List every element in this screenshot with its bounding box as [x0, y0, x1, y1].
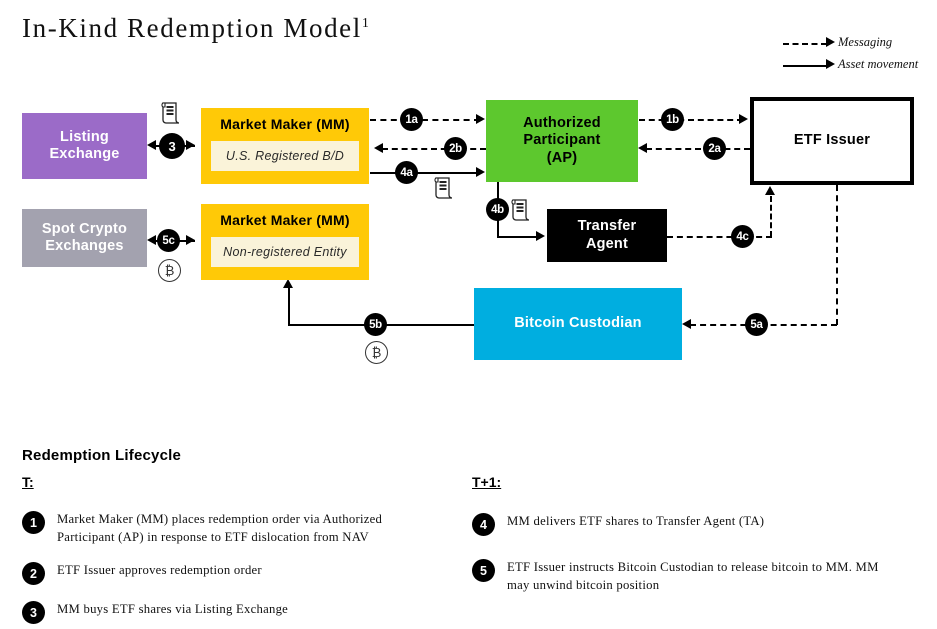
- node-label-transfer-agent: Transfer Agent: [577, 218, 637, 252]
- phase-heading-t: T:: [22, 474, 34, 490]
- arrowhead-icon: [476, 167, 485, 177]
- arrowhead-icon: [283, 279, 293, 288]
- document-scroll-icon: [433, 176, 453, 205]
- document-scroll-icon: [160, 101, 180, 130]
- connector-4b-horizontal: [497, 236, 539, 238]
- step-marker-1a[interactable]: 1a: [400, 108, 423, 131]
- node-spot-crypto-exchanges[interactable]: Spot Crypto Exchanges: [22, 209, 147, 267]
- node-label-etf-issuer: ETF Issuer: [793, 132, 871, 149]
- node-etf-issuer[interactable]: ETF Issuer: [750, 97, 914, 185]
- connector-1b-line: [639, 119, 743, 121]
- node-sublabel-non-registered-entity: Non-registered Entity: [211, 236, 359, 267]
- step-marker-2b[interactable]: 2b: [444, 137, 467, 160]
- legend: Messaging Asset movement: [783, 34, 935, 78]
- step-marker-1b[interactable]: 1b: [661, 108, 684, 131]
- page-title-text: In-Kind Redemption Model: [22, 13, 362, 43]
- lifecycle-item-1: 1 Market Maker (MM) places redemption or…: [22, 510, 437, 547]
- step-marker-5c[interactable]: 5c: [157, 229, 180, 252]
- step-marker-2a[interactable]: 2a: [703, 137, 726, 160]
- node-listing-exchange[interactable]: Listing Exchange: [22, 113, 147, 179]
- node-label-listing-exchange: Listing Exchange: [49, 128, 120, 162]
- step-marker-4c[interactable]: 4c: [731, 225, 754, 248]
- node-bitcoin-custodian[interactable]: Bitcoin Custodian: [474, 288, 682, 360]
- legend-label-messaging: Messaging: [838, 35, 893, 49]
- arrowhead-icon: [638, 143, 647, 153]
- connector-4a-line: [370, 172, 480, 174]
- lifecycle-number-4: 4: [472, 513, 495, 536]
- lifecycle-number-2: 2: [22, 562, 45, 585]
- arrowhead-icon: [186, 140, 195, 150]
- document-scroll-icon: [510, 198, 530, 227]
- node-market-maker-nonregistered[interactable]: Market Maker (MM) Non-registered Entity: [201, 204, 369, 280]
- step-marker-5b[interactable]: 5b: [364, 313, 387, 336]
- node-sublabel-us-registered-bd: U.S. Registered B/D: [211, 140, 359, 171]
- connector-4c-vertical: [770, 196, 772, 237]
- legend-item-messaging: Messaging: [783, 34, 935, 56]
- node-label-market-maker-nonregistered: Market Maker (MM): [220, 212, 350, 228]
- dashed-line-icon: [783, 43, 827, 45]
- connector-5b-vertical: [288, 288, 290, 325]
- lifecycle-text-3: MM buys ETF shares via Listing Exchange: [57, 602, 289, 616]
- step-marker-5a[interactable]: 5a: [745, 313, 768, 336]
- arrowhead-icon: [147, 140, 156, 150]
- page-title-footnote: 1: [361, 16, 369, 31]
- node-authorized-participant[interactable]: Authorized Participant (AP): [486, 100, 638, 182]
- arrowhead-icon: [186, 235, 195, 245]
- node-transfer-agent[interactable]: Transfer Agent: [547, 209, 667, 262]
- arrowhead-icon: [682, 319, 691, 329]
- connector-5a-vertical: [836, 185, 838, 325]
- step-marker-4a[interactable]: 4a: [395, 161, 418, 184]
- node-market-maker-registered[interactable]: Market Maker (MM) U.S. Registered B/D: [201, 108, 369, 184]
- lifecycle-text-4: MM delivers ETF shares to Transfer Agent…: [507, 514, 765, 528]
- connector-2b-line: [382, 148, 486, 150]
- phase-heading-t-plus-1: T+1:: [472, 474, 502, 490]
- lifecycle-number-3: 3: [22, 601, 45, 624]
- lifecycle-item-3: 3 MM buys ETF shares via Listing Exchang…: [22, 600, 437, 624]
- bitcoin-icon: ₿: [158, 259, 181, 282]
- connector-2a-line: [646, 148, 750, 150]
- lifecycle-text-5: ETF Issuer instructs Bitcoin Custodian t…: [507, 560, 879, 593]
- solid-line-icon: [783, 65, 827, 67]
- connector-1a-line: [370, 119, 480, 121]
- lifecycle-item-2: 2 ETF Issuer approves redemption order: [22, 561, 437, 585]
- lifecycle-text-2: ETF Issuer approves redemption order: [57, 563, 262, 577]
- lifecycle-item-5: 5 ETF Issuer instructs Bitcoin Custodian…: [472, 558, 902, 595]
- bitcoin-icon: ₿: [365, 341, 388, 364]
- node-label-spot-crypto-exchanges: Spot Crypto Exchanges: [41, 220, 128, 254]
- lifecycle-item-4: 4 MM delivers ETF shares to Transfer Age…: [472, 512, 902, 536]
- arrowhead-icon: [147, 235, 156, 245]
- node-label-market-maker-registered: Market Maker (MM): [220, 116, 350, 132]
- legend-item-asset-movement: Asset movement: [783, 56, 935, 78]
- connector-4c-horizontal: [667, 236, 772, 238]
- arrowhead-icon: [826, 37, 835, 47]
- arrowhead-icon: [739, 114, 748, 124]
- lifecycle-number-1: 1: [22, 511, 45, 534]
- step-marker-4b[interactable]: 4b: [486, 198, 509, 221]
- arrowhead-icon: [826, 59, 835, 69]
- step-marker-3[interactable]: 3: [159, 133, 185, 159]
- arrowhead-icon: [765, 186, 775, 195]
- node-label-authorized-participant: Authorized Participant (AP): [523, 115, 601, 166]
- arrowhead-icon: [536, 231, 545, 241]
- lifecycle-number-5: 5: [472, 559, 495, 582]
- lifecycle-heading: Redemption Lifecycle: [22, 447, 182, 464]
- page-title: In-Kind Redemption Model1: [22, 13, 369, 44]
- lifecycle-text-1: Market Maker (MM) places redemption orde…: [57, 512, 383, 545]
- legend-label-asset-movement: Asset movement: [838, 57, 919, 71]
- arrowhead-icon: [374, 143, 383, 153]
- arrowhead-icon: [476, 114, 485, 124]
- node-label-bitcoin-custodian: Bitcoin Custodian: [514, 315, 642, 332]
